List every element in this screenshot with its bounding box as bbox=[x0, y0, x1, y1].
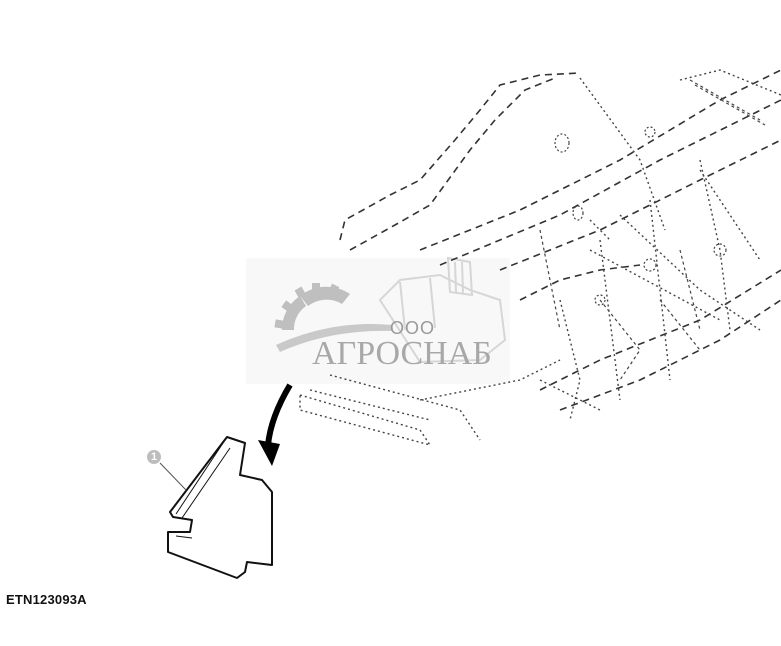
frame-outline bbox=[339, 69, 781, 411]
frame-dotted-lines bbox=[299, 69, 781, 447]
callout-1: 1 bbox=[147, 450, 161, 464]
bracket-edges bbox=[175, 436, 231, 539]
watermark-prefix: ООО bbox=[390, 318, 436, 338]
watermark-name: АГРОСНАБ bbox=[312, 335, 492, 372]
figure-id-label: ETN123093A bbox=[6, 592, 87, 607]
bracket-part bbox=[167, 436, 273, 579]
watermark-graphic bbox=[246, 256, 510, 384]
arrow-icon bbox=[258, 383, 293, 466]
callout-leader-line bbox=[159, 462, 187, 491]
